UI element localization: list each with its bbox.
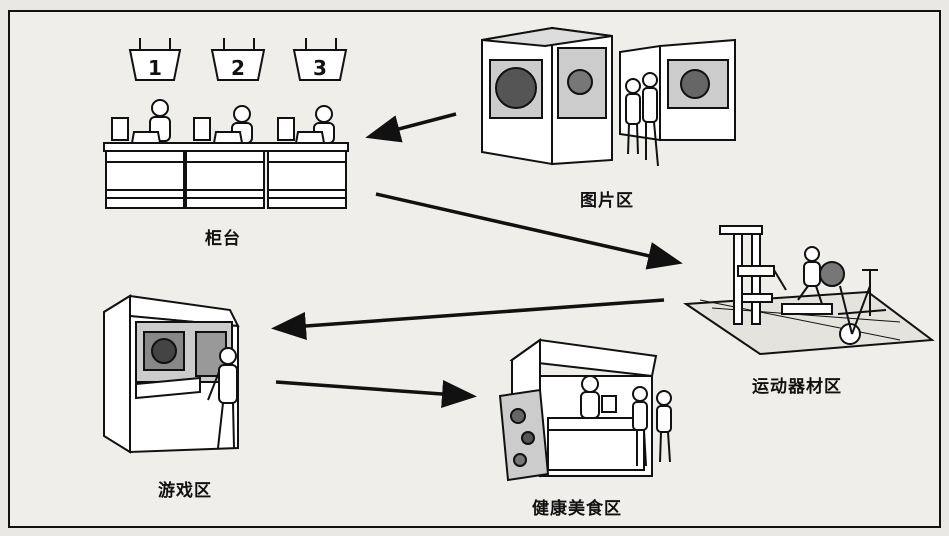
arrow-game-to-food	[275, 380, 477, 408]
window-sign-2: 2	[210, 38, 266, 81]
food-zone-label: 健康美食区	[532, 499, 622, 519]
game-illustration	[103, 294, 240, 454]
counter-label: 柜台	[205, 229, 241, 249]
window-number-3: 3	[313, 56, 327, 80]
arrow-fitness-to-game	[271, 298, 665, 340]
picture-illustration	[481, 26, 736, 167]
counter-illustration: 1 2 3	[103, 38, 349, 209]
picture-zone-label: 图片区	[580, 191, 634, 211]
fitness-zone-label: 运动器材区	[752, 377, 842, 397]
food-illustration	[498, 338, 672, 482]
game-zone-label: 游戏区	[158, 481, 212, 501]
flow-arrows	[271, 112, 683, 408]
window-sign-1: 1	[128, 38, 182, 81]
window-number-2: 2	[231, 56, 245, 80]
window-sign-3: 3	[292, 38, 348, 81]
fitness-illustration	[683, 225, 935, 356]
arrow-picture-to-counter	[365, 112, 457, 143]
arrow-counter-to-fitness	[375, 192, 683, 270]
window-number-1: 1	[148, 56, 162, 80]
